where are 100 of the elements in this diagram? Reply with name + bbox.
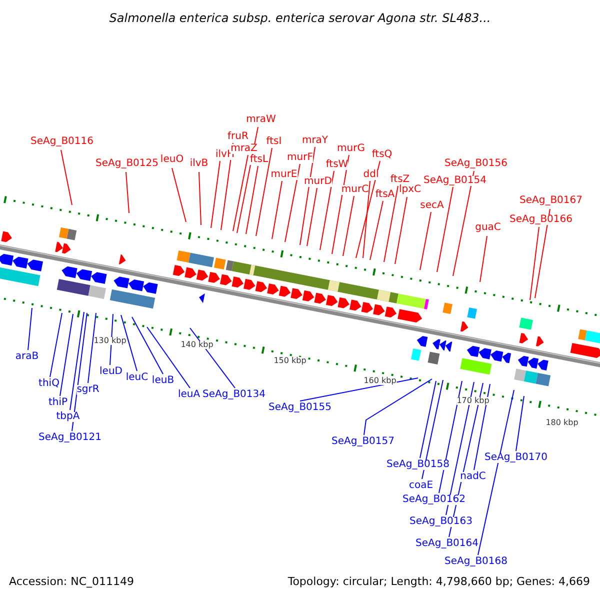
gene-label: leuD: [100, 367, 122, 377]
gene-label: guaC: [475, 223, 501, 233]
leader-line: [28, 308, 32, 350]
scale-label: 130 kbp: [94, 337, 126, 345]
leader-line: [88, 312, 96, 384]
leader-line: [132, 316, 164, 374]
gene-label: tbpA: [56, 412, 80, 422]
gene-label: leuO: [160, 155, 184, 165]
gene-label: SeAg_B0162: [402, 495, 466, 505]
gene-label: mraZ: [230, 144, 258, 154]
leader-line: [362, 180, 370, 258]
gene-label: ftsZ: [390, 175, 410, 185]
gene-label: ftsI: [266, 137, 282, 147]
gene-label: murF: [287, 153, 313, 163]
gene-label: leuB: [152, 376, 174, 386]
leader-line: [300, 378, 418, 402]
gene-label: SeAg_B0134: [202, 390, 266, 400]
leader-line: [220, 142, 234, 230]
gene-label: ftsQ: [372, 150, 392, 160]
scale-label: 170 kbp: [456, 397, 490, 405]
gene-label: nadC: [460, 472, 486, 482]
title: Salmonella enterica subsp. enterica serovar Agona str. SL483...: [109, 12, 491, 24]
gene-label: murC: [341, 185, 369, 195]
leader-line: [394, 196, 408, 264]
gene-label: SeAg_B0158: [386, 460, 450, 470]
gene-label: SeAg_B0155: [268, 403, 332, 413]
scale-label: 150 kbp: [274, 357, 306, 365]
leader-line: [446, 382, 474, 516]
gene-label: SeAg_B0156: [444, 159, 508, 169]
leader-line: [198, 172, 202, 226]
gene-label: SeAg_B0168: [444, 557, 508, 567]
leader-line: [478, 390, 514, 556]
gene-label: ddl: [363, 170, 379, 180]
leader-line: [306, 188, 318, 246]
leader-line: [246, 166, 258, 234]
leader-line: [534, 208, 550, 298]
leader-line: [60, 150, 72, 206]
gene-label: leuC: [126, 373, 148, 383]
gene-label: SeAg_B0166: [510, 215, 572, 225]
leader-line: [190, 328, 236, 388]
gene-label: leuA: [178, 390, 200, 400]
leader-line: [232, 154, 248, 232]
gene-label: SeAg_B0170: [484, 453, 548, 463]
gene-label: coaE: [408, 481, 434, 491]
leader-line: [474, 384, 490, 470]
leader-line: [530, 226, 540, 300]
gene-label: mraW: [246, 115, 276, 125]
gene-label: lpxC: [398, 185, 422, 195]
leader-line: [300, 146, 316, 246]
leader-line: [452, 170, 474, 276]
gene-label: SeAg_B0121: [38, 433, 102, 443]
gene-label: fruR: [228, 132, 248, 142]
leader-line: [420, 212, 432, 270]
leader-line: [60, 314, 74, 396]
gene-label: SeAg_B0154: [424, 176, 486, 186]
leader-line: [146, 326, 190, 388]
scale-label: 160 kbp: [364, 377, 396, 385]
gene-label: SeAg_B0157: [332, 437, 394, 447]
gene-label: ilvB: [190, 159, 208, 169]
accession-text: Accession: NC_011149: [9, 576, 134, 587]
leader-line: [72, 312, 88, 432]
leader-line: [172, 168, 186, 222]
gene-label: SeAg_B0125: [96, 159, 158, 169]
leader-line: [356, 160, 380, 258]
leader-line: [210, 160, 220, 228]
leader-line: [50, 312, 62, 378]
gene-label: araB: [15, 352, 39, 362]
leader-line: [284, 164, 300, 242]
leader-line: [480, 236, 488, 282]
leader-line: [70, 312, 84, 410]
gene-label: thiP: [48, 398, 68, 408]
gene-label: SeAg_B0163: [410, 517, 472, 527]
leader-line: [384, 186, 398, 262]
gene-label: sgrR: [76, 385, 100, 395]
leader-line: [364, 378, 432, 436]
leader-line: [436, 186, 454, 272]
gene-label: secA: [420, 201, 444, 211]
topology-text: Topology: circular; Length: 4,798,660 bp; Genes: 4,669: [288, 576, 590, 587]
leader-line: [120, 314, 138, 372]
gene-label: ftsL: [250, 155, 268, 165]
scale-label: 140 kbp: [180, 341, 214, 349]
gene-label: ftsW: [326, 160, 348, 170]
leader-line: [422, 380, 444, 480]
leader-line: [126, 172, 130, 214]
leader-line: [256, 148, 272, 236]
gene-label: murD: [304, 177, 332, 187]
gene-label: murE: [270, 170, 298, 180]
leader-line: [420, 380, 436, 458]
gene-label: thiQ: [38, 379, 60, 389]
leader-line: [272, 180, 282, 240]
gene-label: SeAg_B0167: [520, 196, 582, 206]
leader-line: [370, 200, 384, 260]
leader-line: [332, 154, 350, 254]
leader-line: [516, 396, 524, 452]
gene-label: murG: [337, 144, 365, 154]
gene-label: SeAg_B0116: [30, 137, 94, 147]
gene-label: SeAg_B0164: [416, 539, 478, 549]
gene-label: mraY: [302, 136, 328, 146]
scale-label: 180 kbp: [546, 419, 578, 427]
leader-line: [342, 196, 354, 256]
